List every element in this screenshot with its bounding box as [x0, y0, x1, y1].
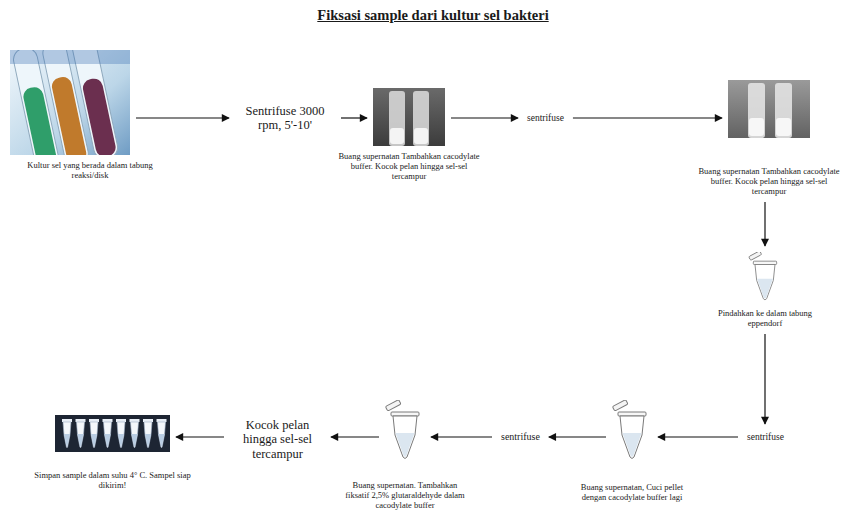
caption-text: Buang supernatan Tambahkan cacodylate bu…: [334, 151, 484, 181]
step-caption: Buang supernatan, Cuci pellet dengan cac…: [577, 482, 687, 502]
flow-arrow: [658, 436, 738, 437]
step-caption: Buang supernatan Tambahkan cacodylate bu…: [694, 166, 844, 196]
step-caption: Buang supernatan. Tambahkan fiksatif 2,5…: [340, 480, 470, 510]
step-text: sentrifuse: [501, 431, 540, 443]
flow-arrow: [431, 436, 492, 437]
step-illustration: Pindahkan ke dalam tabung eppendorf: [742, 252, 788, 302]
step-label: sentrifuse: [524, 111, 567, 126]
diagram-title: Fiksasi sample dari kultur sel bakteri: [317, 7, 548, 23]
centrifuge-tube-photo: [373, 88, 445, 146]
step-caption: Kultur sel yang berada dalam tabung reak…: [10, 160, 170, 180]
caption-text: Pindahkan ke dalam tabung eppendorf: [700, 308, 830, 328]
step-text: sentrifuse: [527, 113, 564, 124]
caption-text: Buang supernatan Tambahkan cacodylate bu…: [694, 166, 844, 196]
flow-arrow: [451, 117, 518, 118]
flow-arrow: [573, 117, 722, 118]
step-caption: Buang supernatan Tambahkan cacodylate bu…: [334, 151, 484, 181]
title-block: Fiksasi sample dari kultur sel bakteri: [0, 6, 866, 24]
step-illustration: Simpan sample dalam suhu 4° C. Sampel si…: [55, 415, 170, 452]
test-tube-photo: [10, 50, 130, 155]
flow-arrow: [764, 202, 765, 246]
step-text: Kocok pelan hingga sel-sel tercampur: [233, 418, 322, 461]
eppendorf-tube-icon: [612, 400, 646, 459]
eppendorf-tube-icon: [749, 251, 777, 300]
caption-text: Buang supernatan, Cuci pellet dengan cac…: [577, 482, 687, 502]
flow-arrow: [176, 436, 224, 437]
step-text: sentrifuse: [747, 432, 784, 443]
step-illustration: Buang supernatan Tambahkan cacodylate bu…: [373, 88, 445, 146]
tube-strip-photo: [55, 415, 170, 452]
step-illustration: Buang supernatan. Tambahkan fiksatif 2,5…: [385, 400, 425, 462]
step-caption: Simpan sample dalam suhu 4° C. Sampel si…: [33, 470, 193, 490]
step-label: sentrifuse: [744, 430, 787, 445]
step-label: sentrifuse: [498, 429, 543, 445]
caption-text: Buang supernatan. Tambahkan fiksatif 2,5…: [340, 480, 470, 510]
flow-arrow: [341, 117, 367, 118]
flow-arrow: [331, 436, 379, 437]
centrifuge-tube-photo: [728, 80, 810, 138]
step-text: Sentrifuse 3000 rpm, 5'-10': [238, 104, 332, 133]
step-label: Sentrifuse 3000 rpm, 5'-10': [235, 102, 335, 135]
caption-text: Simpan sample dalam suhu 4° C. Sampel si…: [33, 470, 193, 490]
flow-arrow: [136, 117, 229, 118]
step-caption: Pindahkan ke dalam tabung eppendorf: [700, 308, 830, 328]
step-label: Kocok pelan hingga sel-sel tercampur: [230, 416, 325, 463]
flow-arrow: [549, 436, 606, 437]
eppendorf-tube-icon: [385, 400, 419, 459]
caption-text: Kultur sel yang berada dalam tabung reak…: [10, 160, 170, 180]
flow-arrow: [764, 334, 765, 424]
step-illustration: Buang supernatan, Cuci pellet dengan cac…: [612, 400, 652, 462]
step-illustration: Buang supernatan Tambahkan cacodylate bu…: [728, 80, 810, 138]
step-illustration: Kultur sel yang berada dalam tabung reak…: [10, 50, 130, 155]
